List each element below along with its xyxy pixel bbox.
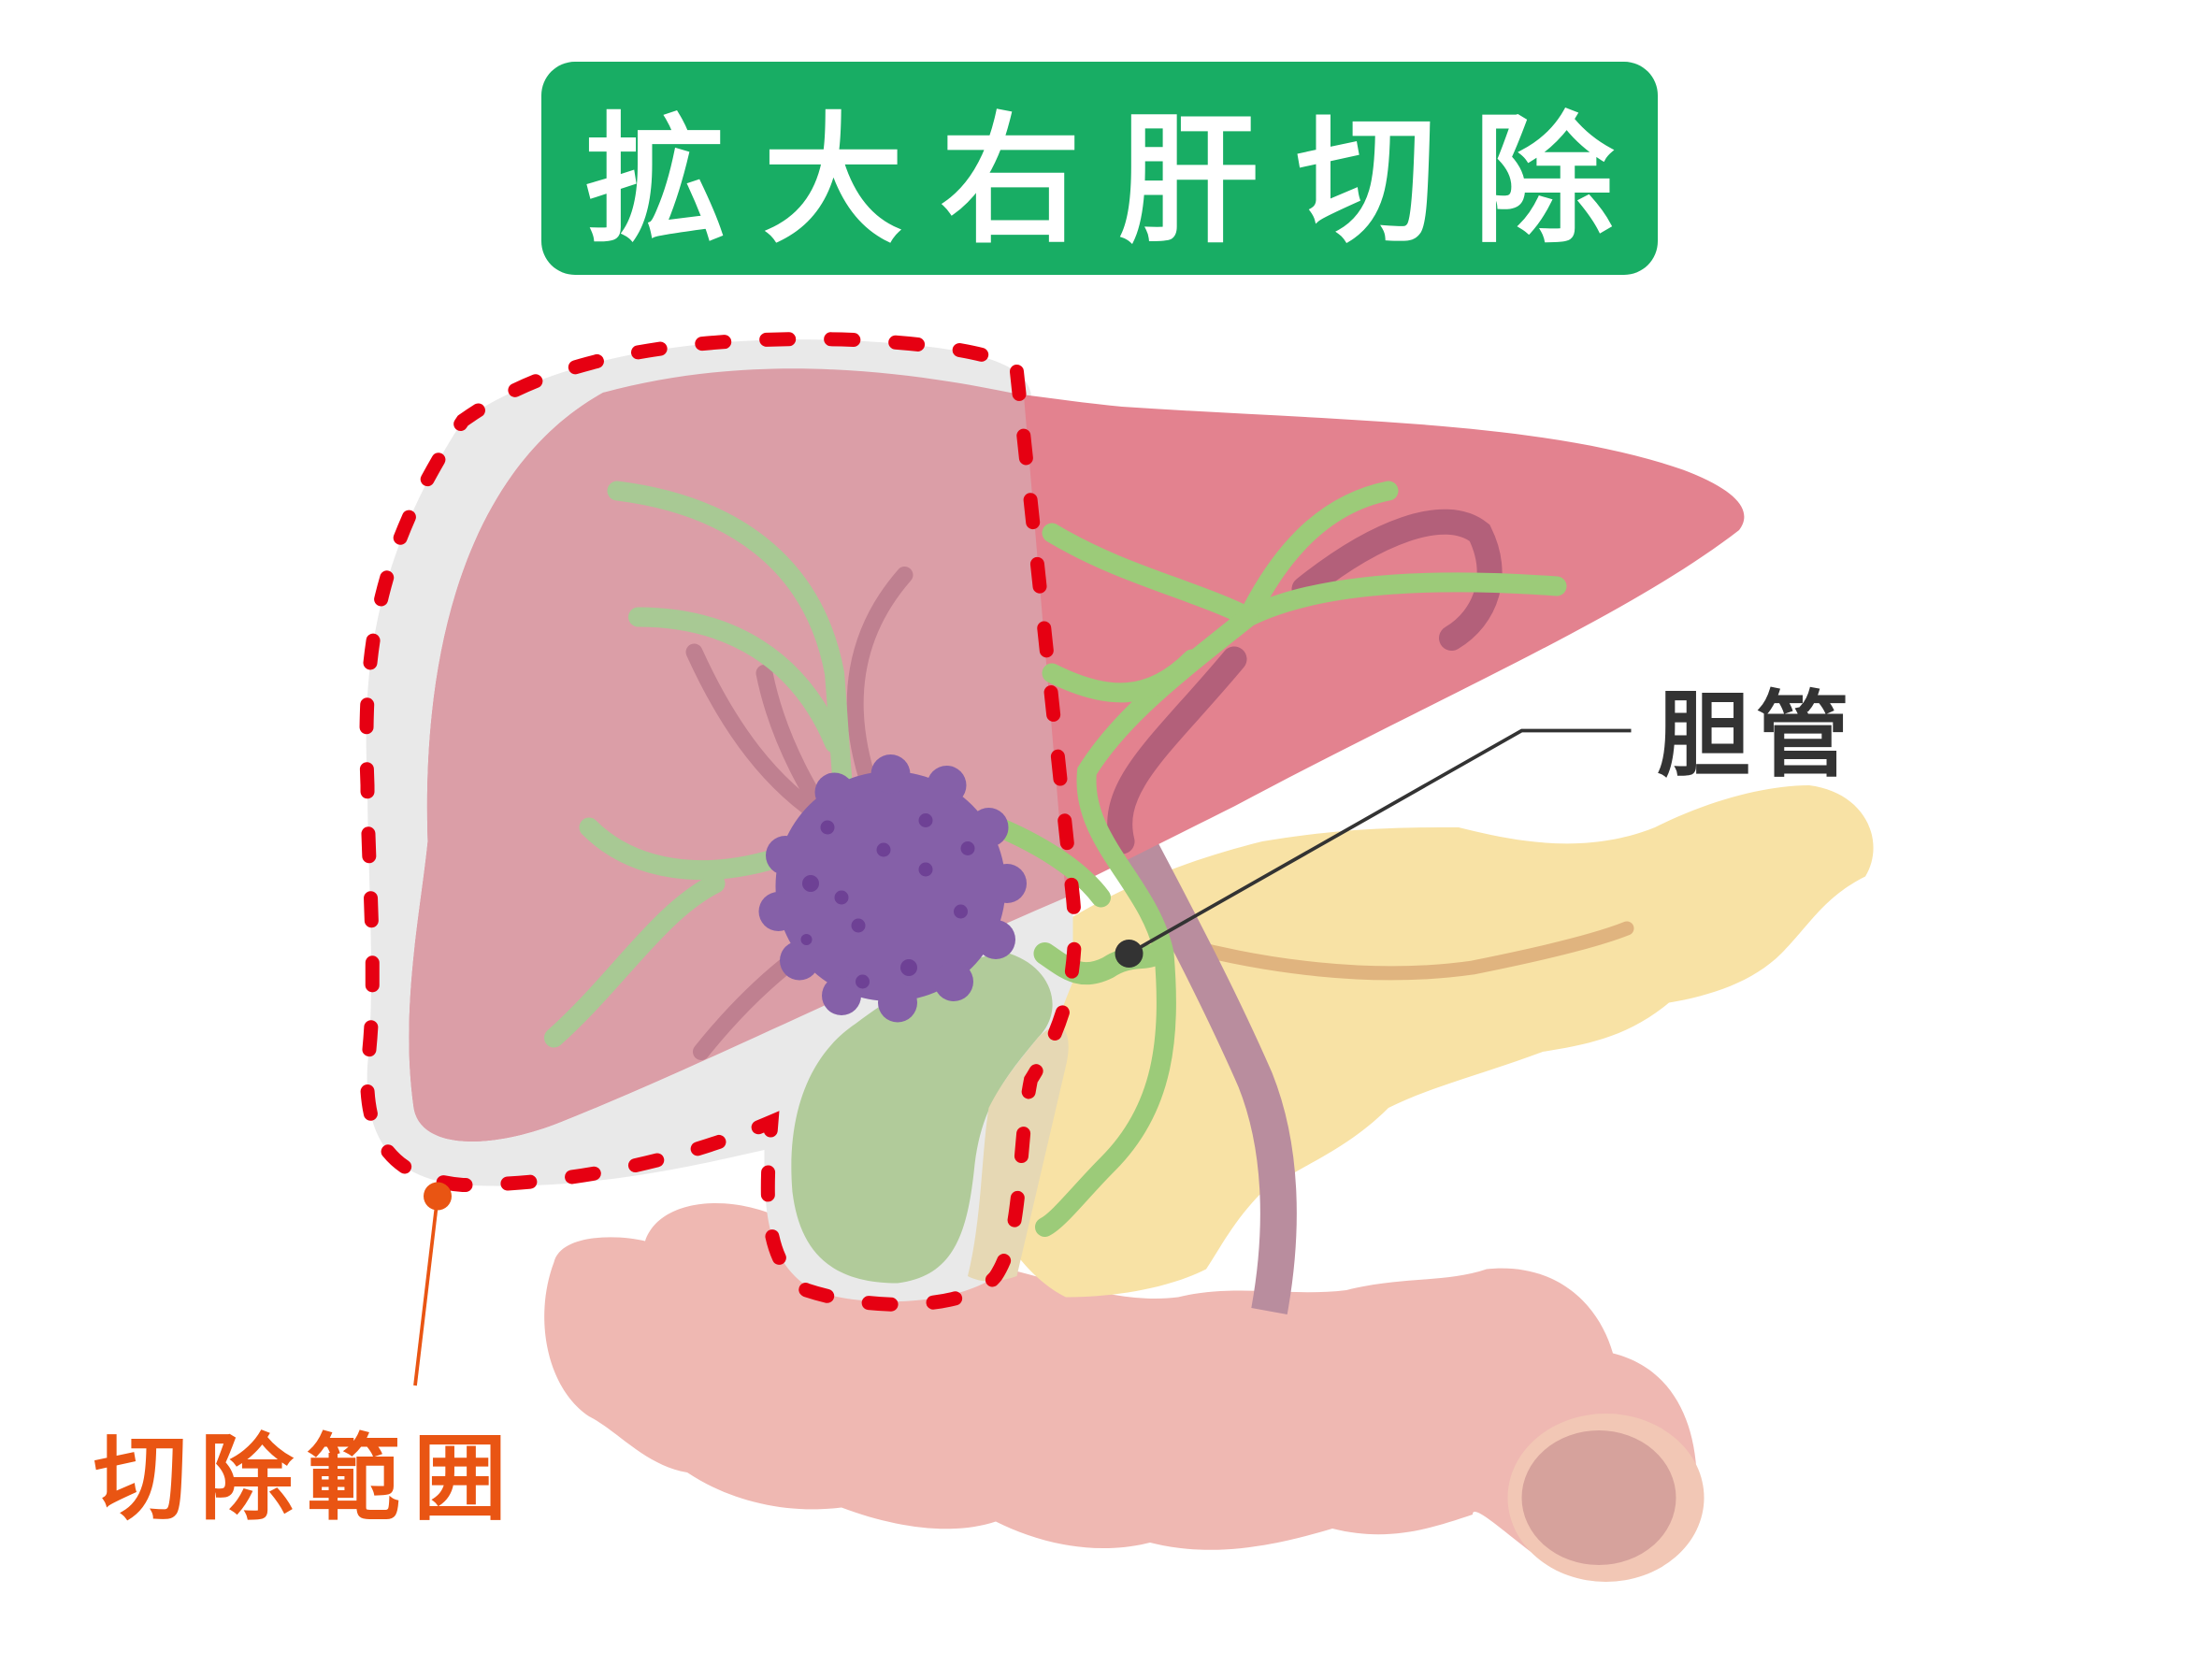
bile-duct-marker: [1115, 940, 1144, 968]
hepatic-vein: [1107, 509, 1503, 854]
resection-boundary-line: [359, 332, 1082, 1312]
pancreas: [982, 785, 1874, 1298]
cystic-duct: [1033, 942, 1169, 985]
resection-range-label: 切除範囲: [94, 1424, 520, 1533]
resection-range-marker: [424, 1182, 452, 1211]
bile-duct-label: 胆管: [1657, 681, 1855, 790]
tumor: [758, 754, 1027, 1023]
resection-range-leader-line: [413, 1196, 439, 1386]
page-title: 拡大右肝切除: [584, 99, 1651, 263]
gallbladder: [791, 954, 1053, 1284]
duodenum-lumen: [1521, 1430, 1676, 1565]
bile-ducts: [971, 481, 1567, 1237]
title-banner: 拡大右肝切除: [541, 62, 1658, 275]
bile-duct-leader-line: [1128, 728, 1632, 955]
portal-vein: [1091, 777, 1297, 1314]
pancreatic-duct: [1157, 921, 1634, 981]
